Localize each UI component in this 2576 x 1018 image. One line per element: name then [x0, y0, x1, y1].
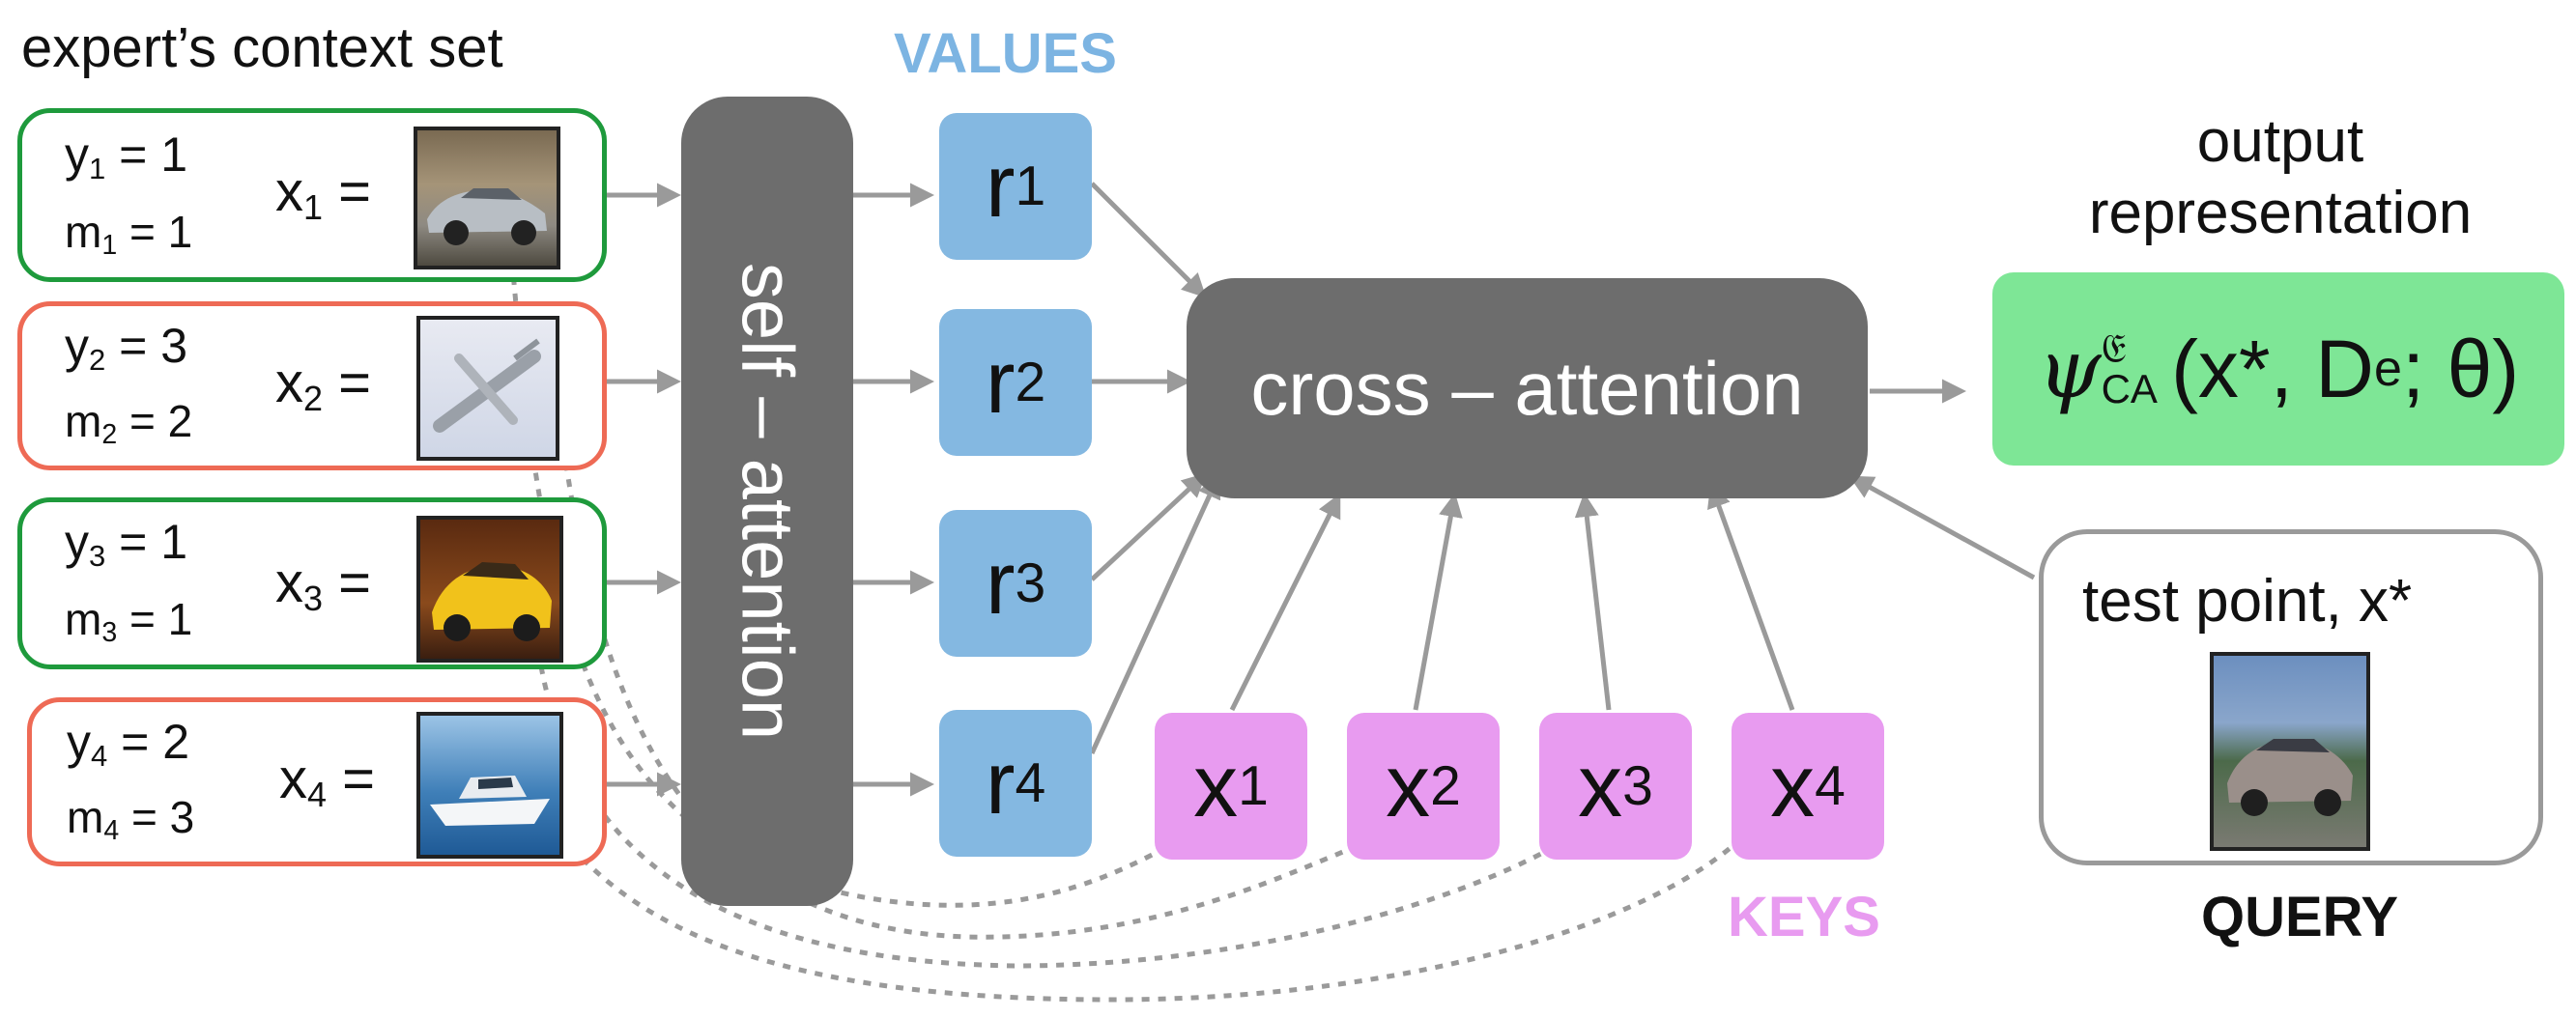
arrow-k4-ca — [1707, 483, 1795, 711]
dotted-link-3 — [538, 665, 1567, 969]
arrow-r4-ca — [1089, 473, 1221, 755]
label-x: x3 = — [275, 551, 371, 618]
context-item-1: y1 = 1 m1 = 1 x1 = — [17, 108, 607, 282]
psi-symbol: ψ — [2037, 322, 2102, 416]
values-tag: VALUES — [894, 22, 1117, 85]
formula-args: (x*, D — [2170, 323, 2374, 414]
label-m: m1 = 1 — [65, 207, 193, 262]
formula-args-end: ; θ) — [2401, 323, 2520, 414]
label-x: x4 = — [279, 748, 375, 814]
output-title-line1: output — [2196, 108, 2364, 175]
context-item-4: y4 = 2 m4 = 3 x4 = — [27, 697, 607, 866]
output-title: output representation — [2048, 106, 2512, 250]
cross-attention-block: cross – attention — [1187, 278, 1868, 498]
label-m: m4 = 3 — [67, 792, 195, 847]
dotted-link-4 — [548, 819, 1741, 1003]
output-title-line2: representation — [2088, 180, 2473, 247]
formula-args-sub: e — [2373, 341, 2402, 397]
test-point-box: test point, x* — [2039, 529, 2543, 865]
test-car-image — [2210, 652, 2370, 851]
test-point-label: test point, x* — [2082, 568, 2413, 635]
airplane-image — [416, 316, 559, 461]
context-set-title: expert’s context set — [21, 16, 503, 79]
label-m: m2 = 2 — [65, 396, 193, 451]
yellow-car-image — [416, 516, 563, 663]
car-image — [414, 127, 560, 269]
label-y: y3 = 1 — [65, 515, 188, 573]
context-item-3: y3 = 1 m3 = 1 x3 = — [17, 497, 607, 669]
arrow-r3-ca — [1090, 472, 1207, 581]
label-y: y4 = 2 — [67, 715, 190, 773]
arrow-r1-ca — [1090, 182, 1207, 298]
context-item-2: y2 = 3 m2 = 2 x2 = — [17, 301, 607, 470]
label-y: y1 = 1 — [65, 127, 188, 185]
label-m: m3 = 1 — [65, 594, 193, 649]
arrow-k2-ca — [1413, 493, 1463, 711]
keys-tag: KEYS — [1728, 886, 1880, 948]
psi-sub: CA — [2101, 366, 2158, 411]
ship-image — [416, 712, 563, 859]
self-attention-block: self – attention — [681, 97, 853, 906]
arrow-k3-ca — [1574, 493, 1612, 711]
self-attention-label: self – attention — [726, 262, 809, 741]
label-x: x2 = — [275, 352, 371, 418]
query-tag: QUERY — [2201, 886, 2399, 948]
label-x: x1 = — [275, 160, 371, 227]
dotted-link-2 — [553, 381, 1373, 940]
arrows — [607, 182, 2036, 797]
psi-sup: 𝔈 — [2101, 325, 2127, 372]
arrow-k1-ca — [1229, 493, 1341, 712]
arrow-query-ca — [1848, 475, 2036, 580]
label-y: y2 = 3 — [65, 319, 188, 377]
